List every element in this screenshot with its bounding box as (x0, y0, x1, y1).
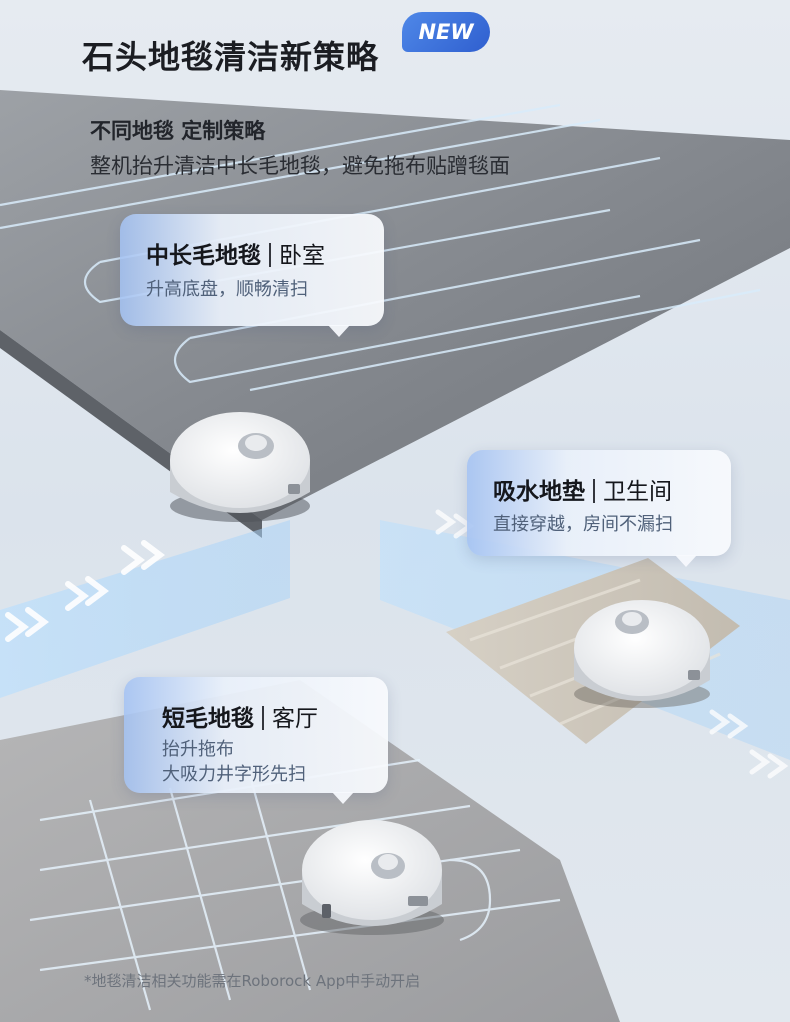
feature-card-long-pile-carpet: 中长毛地毯卧室 升高底盘，顺畅清扫 (120, 214, 384, 337)
cleaning-beam-left (0, 520, 290, 698)
robot-vacuum-long-carpet (170, 412, 310, 522)
divider (269, 243, 271, 267)
description: 整机抬升清洁中长毛地毯，避免拖布贴蹭毯面 (90, 154, 510, 178)
page-title: 石头地毯清洁新策略 (82, 38, 380, 76)
robot-vacuum-short-carpet (300, 820, 444, 935)
card-heading: 吸水地垫卫生间 (493, 472, 672, 506)
long-pile-carpet (0, 90, 790, 520)
divider (262, 706, 264, 730)
footnote: *地毯清洁相关功能需在Roborock App中手动开启 (84, 972, 421, 990)
feature-card-short-pile-carpet: 短毛地毯客厅 抬升拖布 大吸力井字形先扫 (124, 677, 388, 804)
card-description-line-2: 大吸力井字形先扫 (162, 764, 306, 785)
card-description-line-1: 抬升拖布 (162, 739, 234, 760)
card-room: 卧室 (279, 243, 325, 269)
card-room: 卫生间 (603, 479, 672, 505)
card-room: 客厅 (272, 706, 318, 732)
card-description: 升高底盘，顺畅清扫 (146, 279, 308, 300)
card-carpet-type: 中长毛地毯 (146, 243, 261, 269)
new-badge: NEW (402, 12, 490, 52)
card-heading: 短毛地毯客厅 (162, 699, 318, 733)
card-carpet-type: 短毛地毯 (162, 706, 254, 732)
card-description: 直接穿越，房间不漏扫 (493, 514, 673, 535)
direction-arrows-left (5, 540, 165, 642)
subtitle: 不同地毯 定制策略 (90, 119, 266, 143)
divider (593, 479, 595, 503)
robot-vacuum-bath-mat (574, 600, 710, 708)
card-carpet-type: 吸水地垫 (493, 479, 585, 505)
feature-card-water-absorbent-mat: 吸水地垫卫生间 直接穿越，房间不漏扫 (467, 450, 731, 567)
card-heading: 中长毛地毯卧室 (146, 236, 325, 270)
